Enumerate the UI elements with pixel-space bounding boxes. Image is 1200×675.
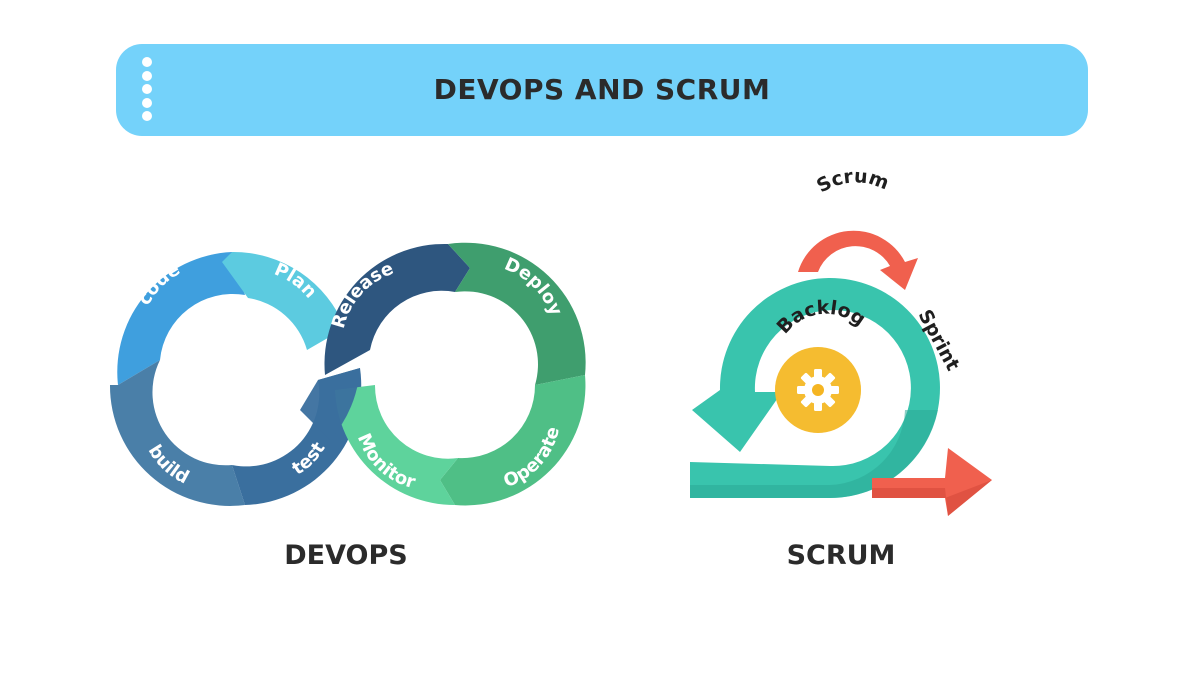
devops-segment-plan — [222, 251, 345, 350]
devops-segment-deploy — [448, 242, 586, 385]
title-banner: DEVOPS AND SCRUM — [116, 44, 1088, 136]
scrum-caption: SCRUM — [786, 540, 896, 571]
scrum-top-arrow — [798, 230, 918, 290]
devops-overlap-test — [300, 368, 360, 440]
devops-right-ring — [300, 242, 586, 506]
page-title: DEVOPS AND SCRUM — [433, 73, 771, 106]
banner-dots — [142, 57, 154, 125]
scrum-loop-shade — [690, 410, 938, 499]
devops-segment-code — [117, 252, 245, 385]
devops-segment-build — [109, 360, 245, 506]
scrum-loop — [690, 278, 940, 498]
gear-icon — [797, 369, 839, 411]
scrum-cycle — [690, 230, 992, 516]
devops-caption: DEVOPS — [284, 540, 408, 571]
devops-segment-release — [324, 243, 470, 375]
scrum-exit-arrow-shade — [872, 480, 992, 516]
devops-segment-operate — [440, 375, 586, 506]
scrum-label-scrum: Scrum — [813, 165, 892, 197]
devops-segment-monitor — [335, 385, 458, 506]
